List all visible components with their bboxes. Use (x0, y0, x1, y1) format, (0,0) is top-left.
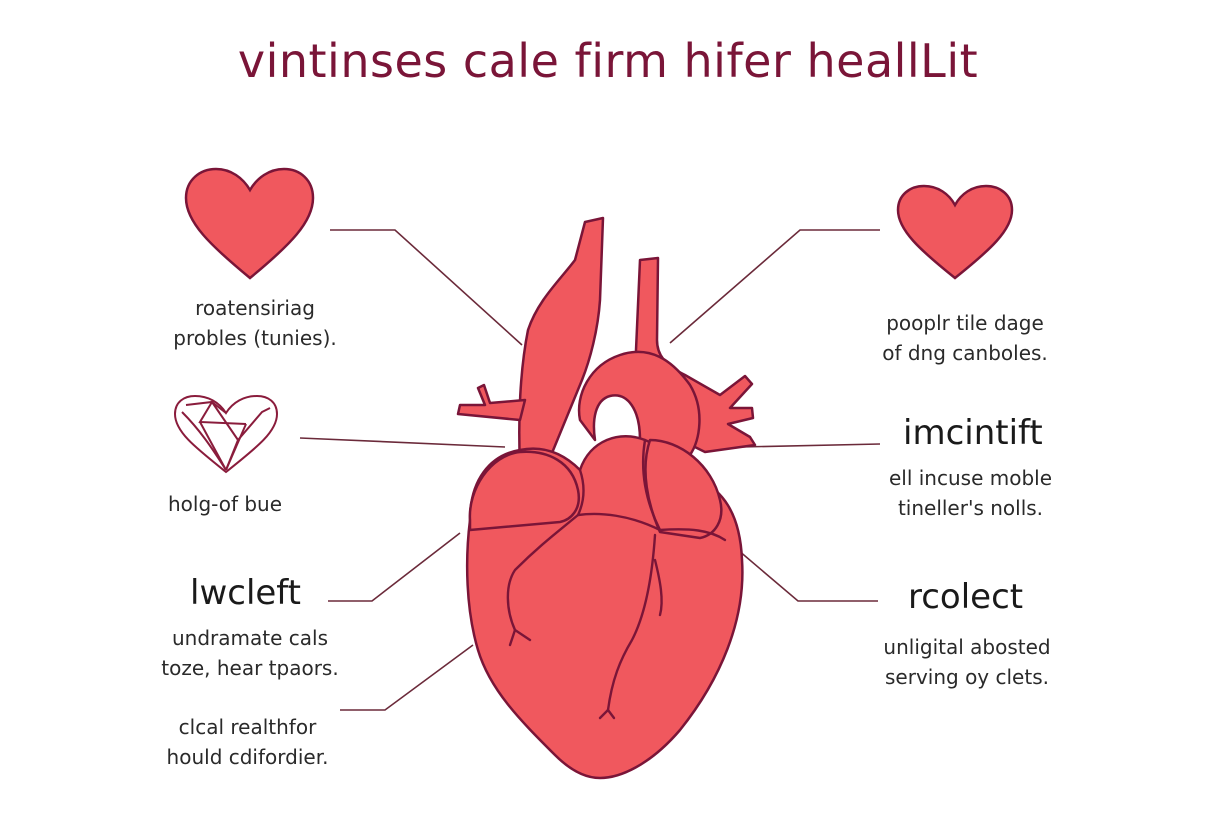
heart-icon-top-right (896, 184, 1014, 280)
right-item-2-line1: ell incuse moble (888, 466, 1053, 490)
left-item-1-line2: probles (tunies). (173, 326, 337, 350)
left-item-4-line1: clcal realthfor (178, 715, 317, 739)
right-item-1-line2: of dng canboles. (882, 341, 1048, 365)
right-item-1-text: pooplr tile dage of dng canboles. (860, 308, 1070, 368)
connector-left-3 (328, 532, 461, 602)
left-item-4-text: clcal realthfor hould cdifordier. (145, 712, 350, 772)
left-item-1-text: roatensiriag probles (tunies). (140, 293, 370, 353)
right-item-2-line2: tineller's nolls. (897, 496, 1044, 520)
heart-contours (506, 438, 727, 720)
connector-lines (299, 229, 881, 711)
connector-right-2 (739, 443, 881, 448)
faceted-heart-icon (173, 394, 279, 474)
page-title: vintinses cale firm hifer heallLit (237, 34, 979, 88)
left-item-2-text: holg-of bue (140, 489, 310, 519)
right-item-3-heading: rcolect (908, 577, 1024, 617)
left-item-2-line1: holg-of bue (167, 492, 283, 516)
right-item-1-line1: pooplr tile dage (886, 311, 1044, 335)
heart-icon-top-left (184, 167, 315, 280)
left-item-1-line1: roatensiriag (195, 296, 315, 320)
connector-right-3 (737, 549, 878, 602)
anatomical-heart (456, 216, 757, 780)
connector-left-2 (299, 437, 506, 448)
left-item-3-heading: lwcleft (190, 573, 302, 613)
connector-left-1 (330, 229, 523, 346)
right-item-2-heading: imcintift (903, 413, 1043, 453)
left-item-4-line2: hould cdifordier. (166, 745, 329, 769)
right-item-3-text: unligital abosted serving oy clets. (862, 632, 1072, 692)
left-item-3-text: undramate cals toze, hear tpaors. (145, 623, 355, 683)
left-item-3-line1: undramate cals (172, 626, 328, 650)
right-item-3-line1: unligital abosted (883, 635, 1051, 659)
left-item-3-line2: toze, hear tpaors. (161, 656, 339, 680)
right-item-3-line2: serving oy clets. (885, 665, 1049, 689)
connector-right-1 (669, 229, 880, 344)
right-item-2-text: ell incuse moble tineller's nolls. (868, 463, 1073, 523)
connector-left-4 (340, 644, 474, 711)
